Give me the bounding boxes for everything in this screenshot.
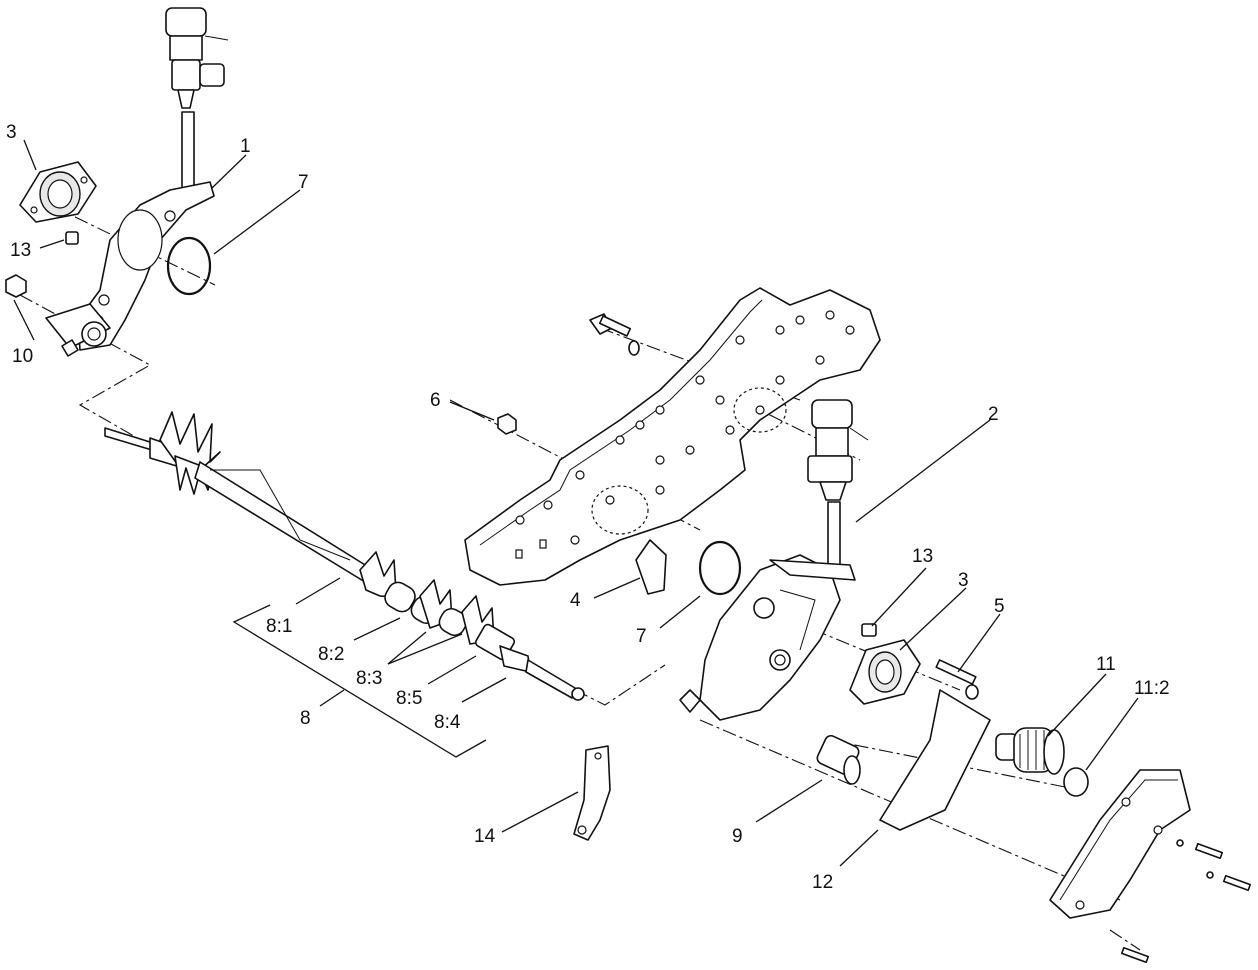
callout-9: 9 — [732, 826, 743, 847]
right-flange-bearing — [849, 639, 921, 705]
cover-screws — [1120, 839, 1252, 964]
o-ring-right — [698, 540, 742, 596]
callout-7-left: 7 — [298, 172, 309, 193]
callout-1: 1 — [240, 136, 251, 157]
left-flange-bearing — [19, 161, 97, 223]
callout-13-left: 13 — [10, 240, 31, 261]
grease-fitting-right — [807, 399, 869, 573]
drive-shaft-assembly — [104, 411, 585, 701]
callout-8-1: 8:1 — [266, 616, 292, 637]
callout-3-left: 3 — [6, 122, 17, 143]
callout-14: 14 — [474, 826, 496, 847]
callout-2: 2 — [988, 404, 999, 425]
callout-13-right: 13 — [912, 546, 933, 567]
frame-tab — [635, 539, 667, 595]
gearbox-housing — [679, 554, 856, 721]
frame-bolt — [589, 313, 640, 356]
spacer-right — [861, 623, 877, 637]
callout-8-5: 8:5 — [396, 688, 422, 709]
callout-4: 4 — [570, 590, 581, 611]
adjustment-lever — [573, 745, 611, 841]
nut-frame — [497, 413, 517, 435]
callout-10: 10 — [12, 346, 33, 367]
callout-3-right: 3 — [958, 570, 969, 591]
leader-lines — [13, 139, 1139, 867]
spacer-left — [65, 231, 79, 245]
frame-holes — [515, 310, 855, 545]
drive-belt — [879, 689, 991, 831]
roller — [816, 734, 861, 785]
callout-labels: 3 1 7 13 10 6 2 13 3 5 4 7 8:1 8:2 8:3 8… — [6, 122, 1170, 893]
left-mounting-bracket — [45, 181, 215, 357]
washer — [1063, 767, 1089, 797]
callout-6: 6 — [430, 390, 441, 411]
callout-5: 5 — [994, 596, 1005, 617]
callout-8-3: 8:3 — [356, 668, 382, 689]
o-ring-left — [166, 236, 212, 296]
main-frame-plate — [464, 287, 881, 586]
callout-8-2: 8:2 — [318, 644, 344, 665]
callout-11: 11 — [1096, 654, 1116, 675]
grease-fitting-left — [165, 7, 229, 199]
drive-pulley — [995, 727, 1065, 775]
callout-8-4: 8:4 — [434, 712, 461, 733]
callout-8: 8 — [300, 708, 311, 729]
belt-cover — [1049, 769, 1191, 919]
callout-11-2: 11:2 — [1134, 678, 1170, 699]
pin — [935, 659, 979, 700]
callout-7-right: 7 — [636, 626, 647, 647]
nut-left — [5, 274, 27, 298]
callout-12: 12 — [812, 872, 833, 893]
